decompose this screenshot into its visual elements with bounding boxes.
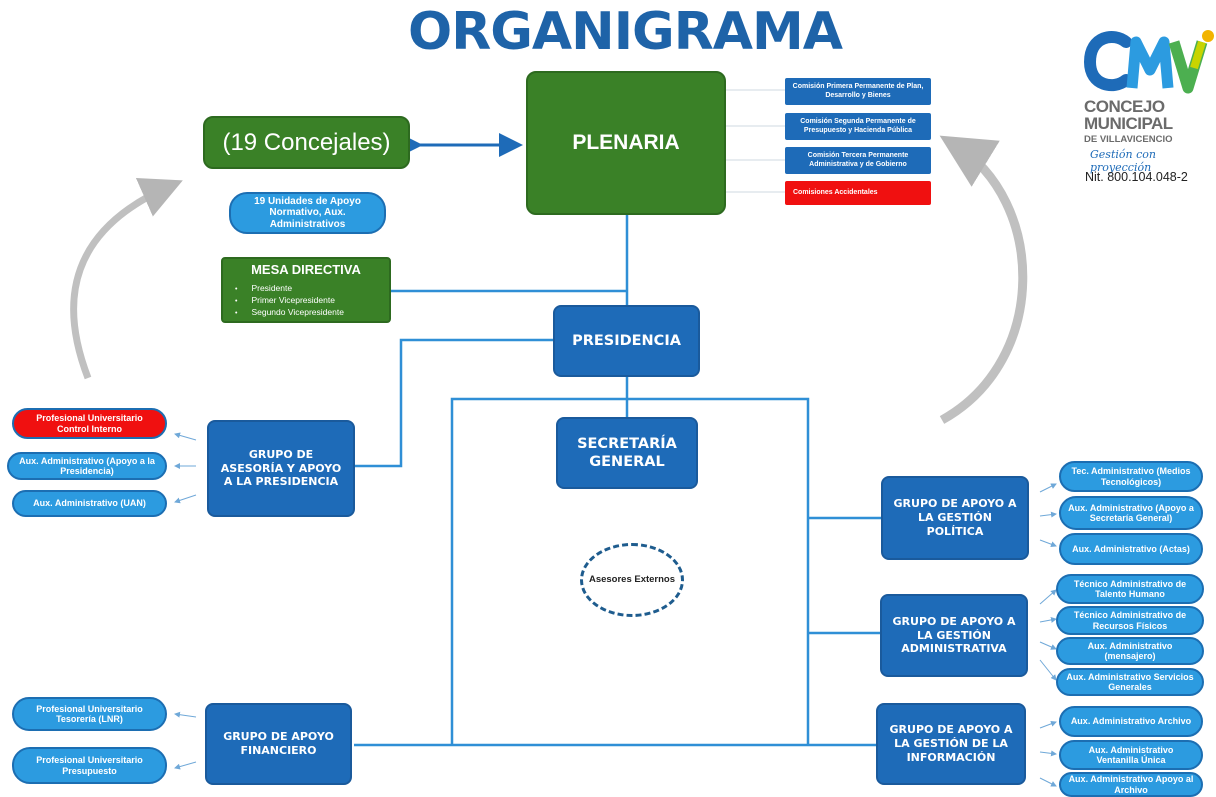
unidades-apoyo-pill: 19 Unidades de Apoyo Normativo, Aux. Adm… <box>229 192 386 234</box>
grupo-gestion-informacion-box: GRUPO DE APOYO A LA GESTIÓN DE LA INFORM… <box>876 703 1026 785</box>
mesa-item-presidente: Presidente <box>235 283 389 295</box>
logo-line-concejo: CONCEJO <box>1084 97 1165 116</box>
pill-aux-presidencia: Aux. Administrativo (Apoyo a la Presiden… <box>7 452 167 480</box>
pill-talento-humano: Técnico Administrativo de Talento Humano <box>1056 574 1204 604</box>
pill-recursos-fisicos: Técnico Administrativo de Recursos Físic… <box>1056 606 1204 635</box>
comision-tercera: Comisión Tercera Permanente Administrati… <box>785 147 931 174</box>
grupo-gestion-administrativa-box: GRUPO DE APOYO A LA GESTIÓN ADMINISTRATI… <box>880 594 1028 677</box>
pill-servicios-generales: Aux. Administrativo Servicios Generales <box>1056 668 1204 696</box>
mesa-item-primer-vice: Primer Vicepresidente <box>235 295 389 307</box>
presidencia-box: PRESIDENCIA <box>553 305 700 377</box>
secretaria-general-box: SECRETARÍA GENERAL <box>556 417 698 489</box>
logo-nit: Nit. 800.104.048-2 <box>1085 170 1188 184</box>
logo-line-villavicencio: DE VILLAVICENCIO <box>1084 134 1173 145</box>
comision-primera: Comisión Primera Permanente de Plan, Des… <box>785 78 931 105</box>
grupo-gestion-politica-box: GRUPO DE APOYO A LA GESTIÓN POLÍTICA <box>881 476 1029 560</box>
pill-archivo: Aux. Administrativo Archivo <box>1059 706 1203 737</box>
mesa-directiva-box: MESA DIRECTIVA Presidente Primer Vicepre… <box>221 257 391 323</box>
pill-aux-uan: Aux. Administrativo (UAN) <box>12 490 167 517</box>
logo-line-municipal: MUNICIPAL <box>1084 114 1173 133</box>
comisiones-accidentales: Comisiones Accidentales <box>785 181 931 205</box>
asesores-externos: Asesores Externos <box>580 543 684 617</box>
logo-slogan: Gestión con proyección <box>1090 148 1156 174</box>
pill-mensajero: Aux. Administrativo (mensajero) <box>1056 637 1204 665</box>
pill-apoyo-archivo: Aux. Administrativo Apoyo al Archivo <box>1059 772 1203 797</box>
pill-control-interno: Profesional Universitario Control Intern… <box>12 408 167 439</box>
page-title: ORGANIGRAMA <box>408 2 843 62</box>
pill-medios-tecnologicos: Tec. Administrativo (Medios Tecnológicos… <box>1059 461 1203 492</box>
mesa-item-segundo-vice: Segundo Vicepresidente <box>235 307 389 319</box>
grupo-asesoria-box: GRUPO DE ASESORÍA Y APOYO A LA PRESIDENC… <box>207 420 355 517</box>
pill-tesoreria: Profesional Universitario Tesorería (LNR… <box>12 697 167 731</box>
cmv-logo-mark <box>1084 30 1214 94</box>
mesa-directiva-title: MESA DIRECTIVA <box>251 262 361 277</box>
pill-actas: Aux. Administrativo (Actas) <box>1059 533 1203 565</box>
grupo-financiero-box: GRUPO DE APOYO FINANCIERO <box>205 703 352 785</box>
concejales-box: (19 Concejales) <box>203 116 410 169</box>
concejo-logo: CONCEJO MUNICIPAL DE VILLAVICENCIO Gesti… <box>1080 20 1216 195</box>
pill-apoyo-secretaria: Aux. Administrativo (Apoyo a Secretaría … <box>1059 496 1203 530</box>
comision-segunda: Comisión Segunda Permanente de Presupues… <box>785 113 931 140</box>
plenaria-box: PLENARIA <box>526 71 726 215</box>
pill-presupuesto: Profesional Universitario Presupuesto <box>12 747 167 784</box>
pill-ventanilla-unica: Aux. Administrativo Ventanilla Única <box>1059 740 1203 770</box>
